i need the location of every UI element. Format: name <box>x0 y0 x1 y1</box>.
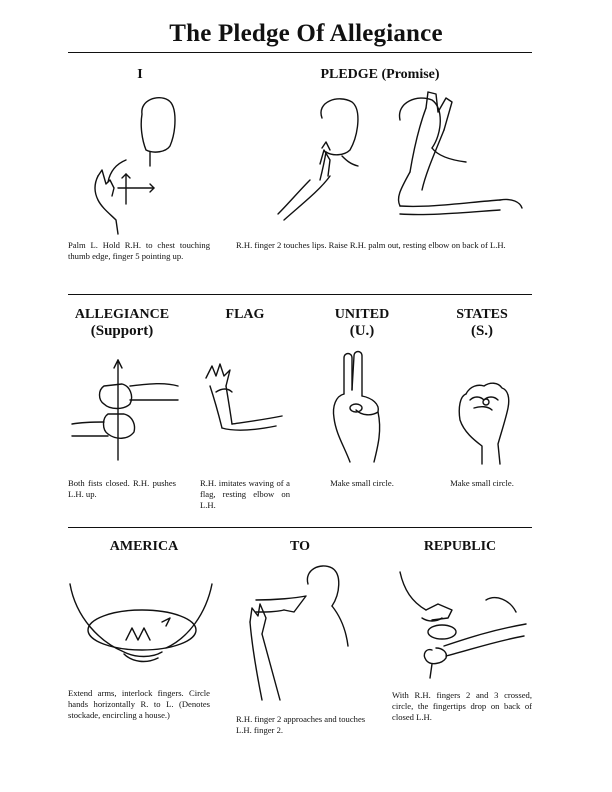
sign-states-caption: Make small circle. <box>450 478 514 488</box>
sign-pledge-title: PLEDGE (Promise) <box>320 67 440 82</box>
page-title: The Pledge Of Allegiance <box>169 20 443 47</box>
sign-america-caption: Extend arms, interlock fingers. Circle h… <box>68 688 210 720</box>
title-rule <box>68 52 532 53</box>
sign-united-title: UNITED (U.) <box>312 306 412 340</box>
figure-america-icon <box>69 583 213 663</box>
sign-to-title: TO <box>290 539 310 554</box>
sign-united-caption: Make small circle. <box>330 478 394 488</box>
sign-i-caption: Palm L. Hold R.H. to chest touching thum… <box>68 240 210 261</box>
figure-united-icon <box>332 350 381 463</box>
figure-i-icon <box>94 96 176 235</box>
sign-states-title: STATES (S.) <box>432 306 532 340</box>
sign-flag-caption: R.H. imitates waving of a flag, resting … <box>200 478 290 510</box>
sign-states-sub: (S.) <box>470 323 494 339</box>
sign-to-caption: R.H. finger 2 approaches and touches L.H… <box>236 714 366 735</box>
figure-states-icon <box>458 382 510 465</box>
sign-allegiance-sub: (Support) <box>90 323 154 339</box>
sign-republic-caption: With R.H. fingers 2 and 3 crossed, circl… <box>392 690 532 722</box>
figure-pledge-icon <box>277 91 523 221</box>
sign-allegiance-title: ALLEGIANCE (Support) <box>62 306 182 340</box>
sign-i-title: I <box>137 67 143 82</box>
sign-states-word: STATES <box>456 307 508 322</box>
sign-allegiance-caption: Both fists closed. R.H. pushes L.H. up. <box>68 478 176 499</box>
figure-flag-icon <box>205 363 283 431</box>
sign-republic-title: REPUBLIC <box>423 539 497 554</box>
row-1-rule <box>68 294 532 295</box>
figure-allegiance-icon <box>71 359 179 461</box>
sign-flag-title: FLAG <box>225 307 265 322</box>
row-2-rule <box>68 527 532 528</box>
figure-republic-icon <box>399 571 527 679</box>
sign-allegiance-word: ALLEGIANCE <box>74 307 170 322</box>
sign-united-word: UNITED <box>334 307 390 322</box>
sign-america-title: AMERICA <box>109 539 179 554</box>
sign-pledge-caption: R.H. finger 2 touches lips. Raise R.H. p… <box>236 240 506 250</box>
figure-to-icon <box>249 565 349 701</box>
sign-united-sub: (U.) <box>349 323 375 339</box>
